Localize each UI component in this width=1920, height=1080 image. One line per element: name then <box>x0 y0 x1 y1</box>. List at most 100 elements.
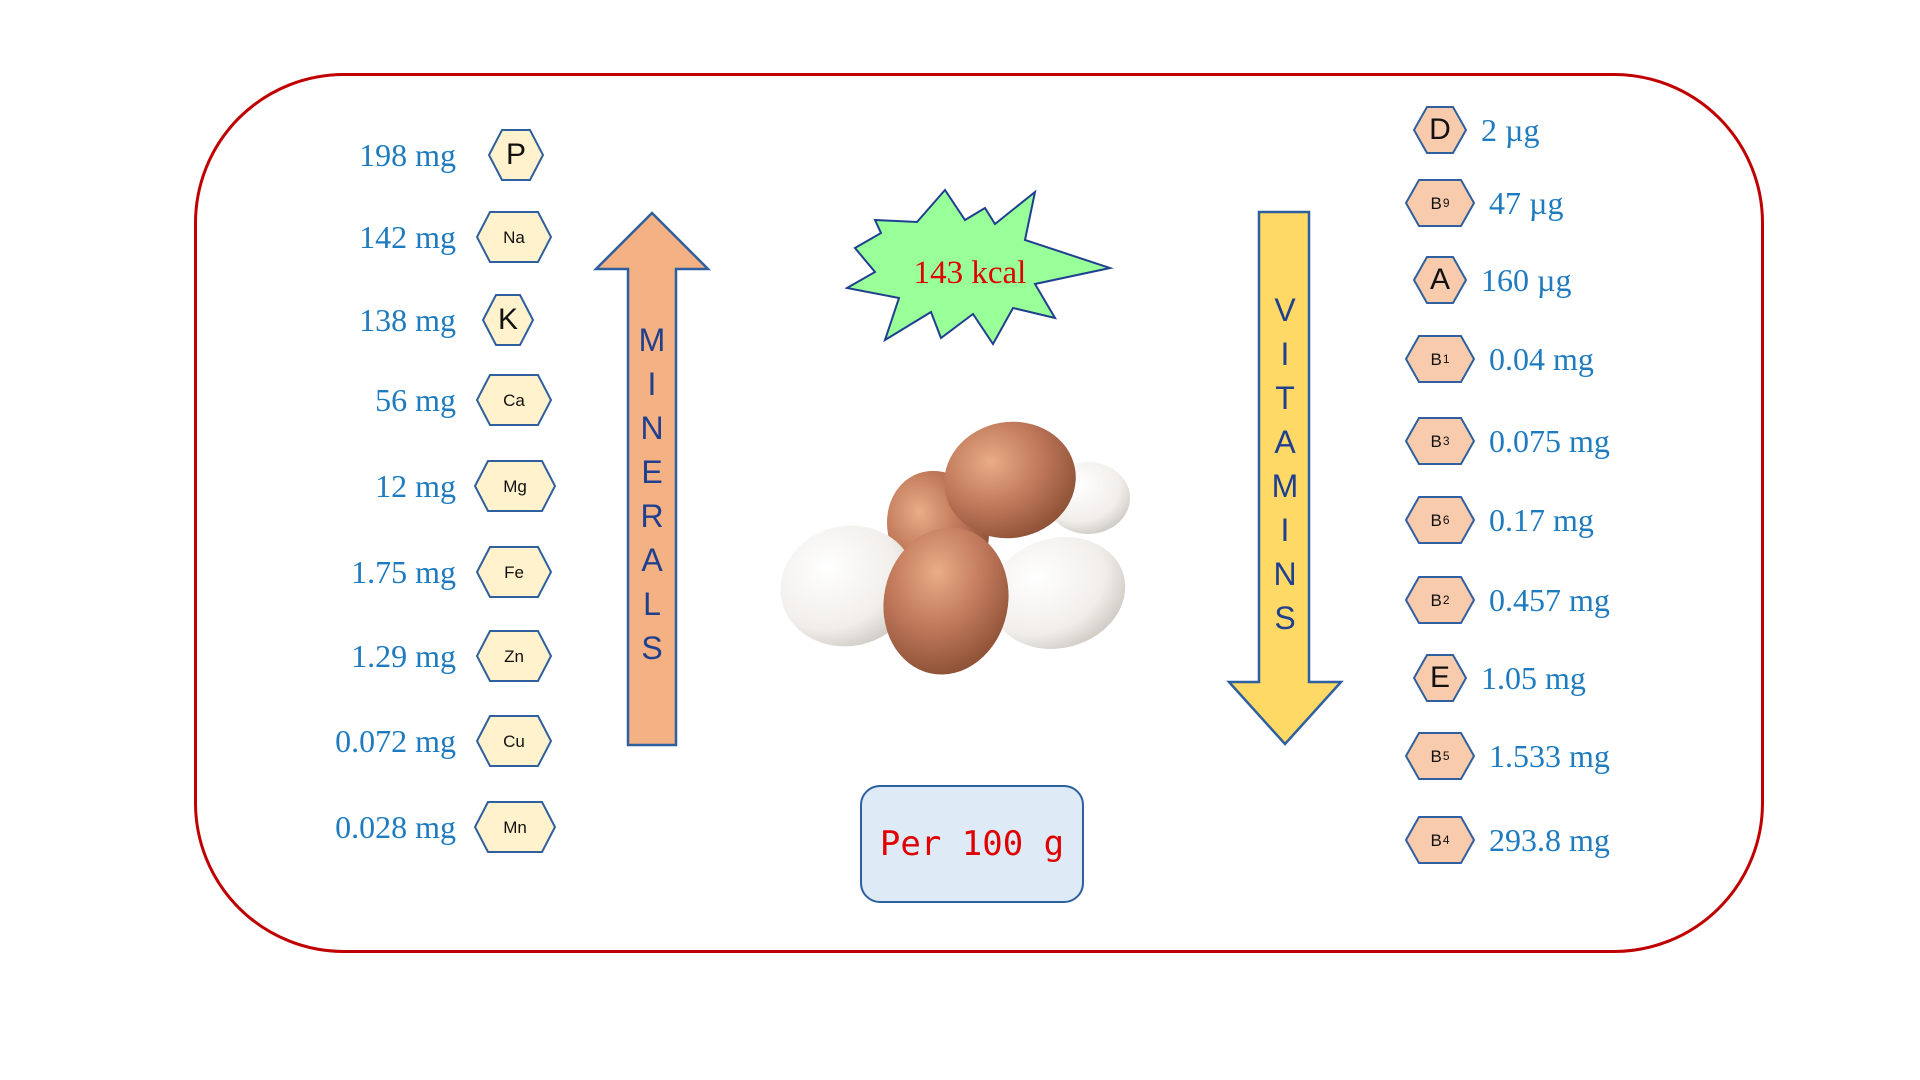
vitamin-symbol: E <box>1411 652 1469 704</box>
mineral-value: 138 mg <box>359 302 456 338</box>
vitamin-value: 160 µg <box>1481 262 1572 298</box>
mineral-symbol: P <box>505 138 526 171</box>
vitamins-title-letter: I <box>1280 336 1290 372</box>
mineral-value: 1.75 mg <box>351 554 456 590</box>
mineral-symbol-hex: Fe <box>474 544 554 600</box>
mineral-symbol-hex: Ca <box>474 372 554 428</box>
vitamin-subscript: 4 <box>1442 833 1450 847</box>
vitamin-subscript: 5 <box>1442 749 1450 763</box>
vitamin-value: 293.8 mg <box>1489 822 1610 858</box>
vitamin-letter: B <box>1430 746 1442 766</box>
vitamin-letter: B <box>1430 590 1442 610</box>
mineral-symbol-hex: Cu <box>474 713 554 769</box>
mineral-symbol: K <box>497 303 518 336</box>
vitamins-arrow <box>1226 210 1344 746</box>
mineral-symbol-hex: Na <box>474 209 554 265</box>
vitamins-title-letter: T <box>1275 380 1295 416</box>
mineral-symbol-hex: Zn <box>474 628 554 684</box>
mineral-value: 1.29 mg <box>351 638 456 674</box>
mineral-value: 0.028 mg <box>335 809 456 845</box>
mineral-value: 142 mg <box>359 219 456 255</box>
vitamin-subscript: 2 <box>1442 593 1450 607</box>
mineral-symbol: Zn <box>504 646 524 666</box>
vitamin-letter: B <box>1430 431 1442 451</box>
vitamin-value: 0.17 mg <box>1489 502 1594 538</box>
mineral-symbol: Cu <box>503 731 525 751</box>
mineral-symbol: Ca <box>503 390 525 410</box>
vitamin-value: 1.05 mg <box>1481 660 1586 696</box>
vitamin-letter: A <box>1429 263 1450 296</box>
mineral-symbol: Na <box>503 227 525 247</box>
vitamin-symbol-hex: A <box>1411 254 1469 306</box>
vitamin-subscript: 1 <box>1442 352 1450 366</box>
vitamin-letter: B <box>1430 830 1442 850</box>
serving-size-box: Per 100 g <box>860 785 1084 903</box>
mineral-value: 0.072 mg <box>335 723 456 759</box>
vitamin-symbol-hex: D <box>1411 104 1469 156</box>
vitamins-title-letter: V <box>1274 292 1296 328</box>
mineral-symbol-hex: P <box>486 127 546 183</box>
vitamin-subscript: 3 <box>1442 434 1450 448</box>
vitamin-letter: B <box>1430 193 1442 213</box>
vitamin-value: 1.533 mg <box>1489 738 1610 774</box>
vitamin-value: 0.04 mg <box>1489 341 1594 377</box>
vitamins-title-letter: S <box>1274 600 1296 636</box>
mineral-symbol: Fe <box>504 562 524 582</box>
minerals-title-letter: A <box>641 542 663 578</box>
vitamin-letter: D <box>1429 113 1451 146</box>
minerals-title-letter: S <box>641 630 663 666</box>
vitamin-symbol: A <box>1411 254 1469 306</box>
mineral-symbol: Mn <box>503 817 527 837</box>
energy-label: 143 kcal <box>913 255 1027 291</box>
eggs-image <box>780 421 1130 675</box>
vitamin-letter: E <box>1429 661 1450 694</box>
vitamins-title-letter: N <box>1273 556 1297 592</box>
energy-burst <box>845 188 1114 346</box>
minerals-title-letter: L <box>643 586 661 622</box>
vitamin-value: 47 µg <box>1489 185 1564 221</box>
vitamins-title-letter: A <box>1274 424 1296 460</box>
vitamins-title-letter: M <box>1271 468 1299 504</box>
vitamin-letter: B <box>1430 349 1442 369</box>
minerals-title-letter: N <box>640 410 664 446</box>
mineral-symbol-hex: Mg <box>472 458 558 514</box>
serving-size-label: Per 100 g <box>879 824 1065 864</box>
vitamins-title-letter: I <box>1280 512 1290 548</box>
mineral-symbol-hex: K <box>480 292 536 348</box>
mineral-value: 12 mg <box>375 468 456 504</box>
minerals-title-letter: E <box>641 454 663 490</box>
mineral-value: 56 mg <box>375 382 456 418</box>
mineral-symbol: Mg <box>503 476 527 496</box>
vitamin-letter: B <box>1430 510 1442 530</box>
minerals-title-letter: M <box>638 322 666 358</box>
minerals-title-letter: I <box>647 366 657 402</box>
vitamin-subscript: 9 <box>1442 196 1450 210</box>
vitamin-value: 0.075 mg <box>1489 423 1610 459</box>
minerals-title-letter: R <box>640 498 664 534</box>
mineral-value: 198 mg <box>359 137 456 173</box>
minerals-arrow <box>592 211 712 747</box>
mineral-symbol-hex: Mn <box>472 799 558 855</box>
vitamin-value: 2 µg <box>1481 112 1540 148</box>
vitamin-symbol: D <box>1411 104 1469 156</box>
vitamin-symbol-hex: E <box>1411 652 1469 704</box>
vitamin-subscript: 6 <box>1442 513 1450 527</box>
content-frame <box>194 73 1764 953</box>
vitamin-value: 0.457 mg <box>1489 582 1610 618</box>
